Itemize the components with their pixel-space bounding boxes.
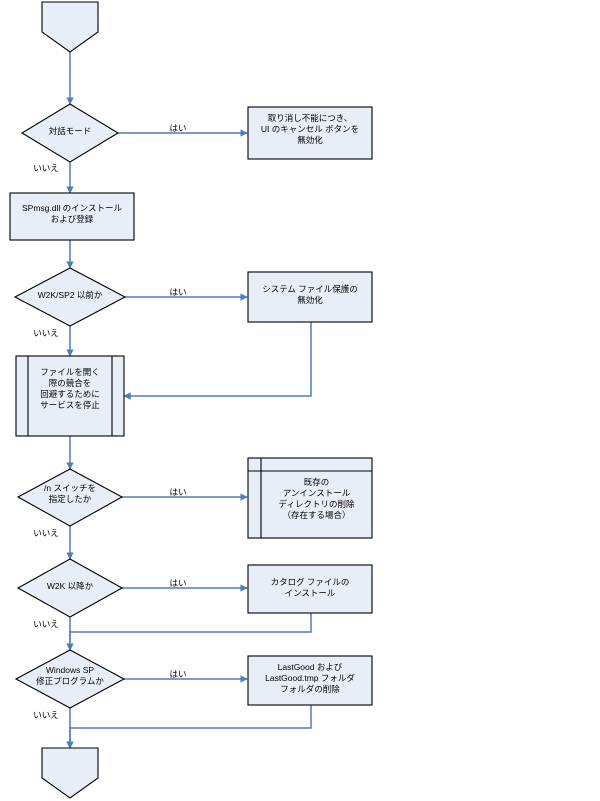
connector-group [66,52,312,749]
connector-install-catalog-return [66,613,312,651]
node-end[interactable] [41,747,99,799]
node-n-switch[interactable] [16,468,124,527]
node-delete-lastgood[interactable] [247,655,373,706]
shape-group [9,1,373,799]
connector-delete-lastgood-return [66,705,312,749]
node-install-spmsg[interactable] [9,192,135,241]
connector-disable-sfp-return [123,322,312,400]
node-delete-uninstall[interactable] [247,457,373,539]
node-w2k-or-later[interactable] [16,558,124,618]
node-start[interactable] [41,1,99,53]
node-w2k-sp2-before[interactable] [13,267,127,327]
node-windows-sp-fix[interactable] [14,649,126,709]
node-disable-cancel[interactable] [247,106,373,160]
node-install-catalog[interactable] [247,564,373,614]
node-disable-sfp[interactable] [247,271,373,323]
node-interactive-mode[interactable] [20,103,120,163]
node-stop-services[interactable] [15,355,125,437]
